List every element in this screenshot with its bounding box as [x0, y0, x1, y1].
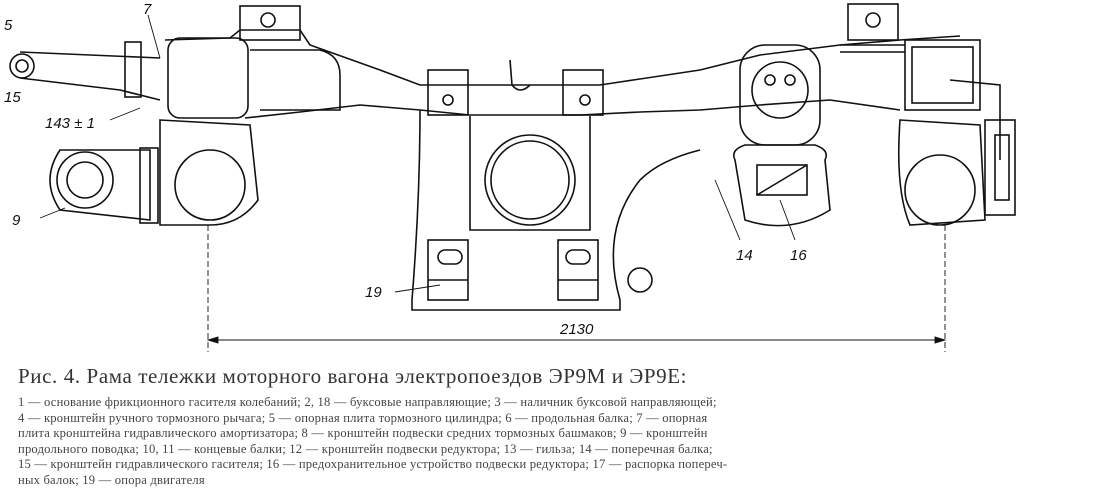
figure-caption: Рис. 4. Рама тележки моторного вагона эл…	[18, 364, 1108, 489]
callout-16: 16	[790, 247, 807, 264]
callout-9: 9	[12, 212, 21, 229]
transverse-beam	[411, 109, 701, 311]
legend-line: 15 — кронштейн гидравлического гасителя;…	[18, 457, 728, 472]
callout-7: 7	[143, 1, 152, 18]
callout-19: 19	[365, 284, 382, 301]
legend-line: продольного поводка; 10, 11 — концевые б…	[18, 441, 713, 456]
legend-line: ных балок; 19 — опора двигателя	[18, 472, 205, 487]
center-opening	[484, 134, 576, 226]
figure-legend: 1 — основание фрикционного гасителя коле…	[18, 395, 1108, 489]
lever-arm	[19, 51, 161, 101]
tolerance-label: 143 ± 1	[45, 115, 95, 132]
callout-5: 5	[4, 17, 13, 34]
dimension-label: 2130	[559, 321, 594, 338]
bogie-frame-drawing: 5 15 7 143 ± 1 9 19 14 16 2130	[4, 1, 1016, 352]
callout-15: 15	[4, 89, 21, 106]
figure-title: Рис. 4. Рама тележки моторного вагона эл…	[18, 364, 688, 388]
safety-device	[732, 144, 831, 227]
callout-14: 14	[736, 247, 753, 264]
legend-line: 4 — кронштейн ручного тормозного рычага;…	[18, 410, 708, 425]
legend-line: плита кронштейна гидравлического амортиз…	[18, 426, 708, 441]
legend-line: 1 — основание фрикционного гасителя коле…	[18, 395, 717, 409]
